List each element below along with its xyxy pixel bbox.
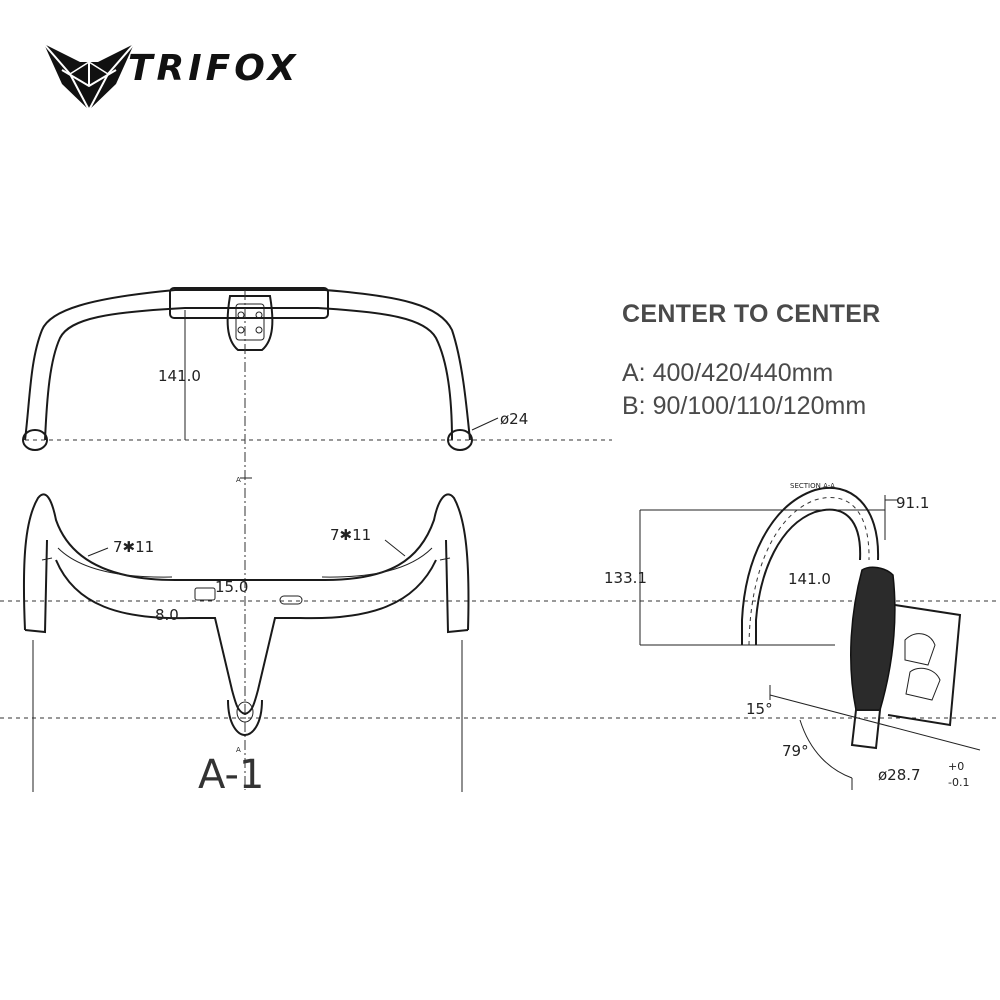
spec-panel: CENTER TO CENTER A: 400/420/440mm B: 90/… (622, 300, 992, 425)
angle-large: 79° (782, 742, 809, 760)
section-title: SECTION A-A (790, 482, 835, 490)
top-view: 7✱11 7✱11 15.0 8.0 A A A-1 (0, 290, 1000, 798)
section-mark-bottom: A (236, 746, 241, 754)
spec-line-a: A: 400/420/440mm (622, 359, 834, 387)
clamp-tol-upper: +0 (948, 760, 964, 773)
spec-title: CENTER TO CENTER (622, 300, 881, 328)
section-drop-dim: 141.0 (788, 570, 831, 588)
clamp-tol-lower: -0.1 (948, 776, 969, 789)
left-hole-dim: 7✱11 (113, 538, 154, 556)
angle-small: 15° (746, 700, 773, 718)
section-label: A-1 (198, 752, 264, 798)
fox-head-icon (43, 43, 135, 113)
slot-height-dim: 8.0 (155, 606, 179, 624)
section-reach-dim: 91.1 (896, 494, 929, 512)
spec-line-b: B: 90/100/110/120mm (622, 392, 867, 420)
front-height-dim: 141.0 (158, 367, 201, 385)
bar-end-dia-dim: ø24 (500, 410, 528, 428)
section-height-dim: 133.1 (604, 569, 647, 587)
clamp-dia-dim: ø28.7 (878, 766, 921, 784)
section-mark-top: A (236, 476, 241, 484)
right-hole-dim: 7✱11 (330, 526, 371, 544)
section-view: SECTION A-A 133.1 141.0 91.1 15° 79° ø28… (604, 482, 981, 790)
front-view: 141.0 ø24 (22, 287, 612, 451)
brand-logo (43, 43, 135, 113)
slot-width-dim: 15.0 (215, 578, 248, 596)
brand-name: TRIFOX (128, 48, 300, 89)
